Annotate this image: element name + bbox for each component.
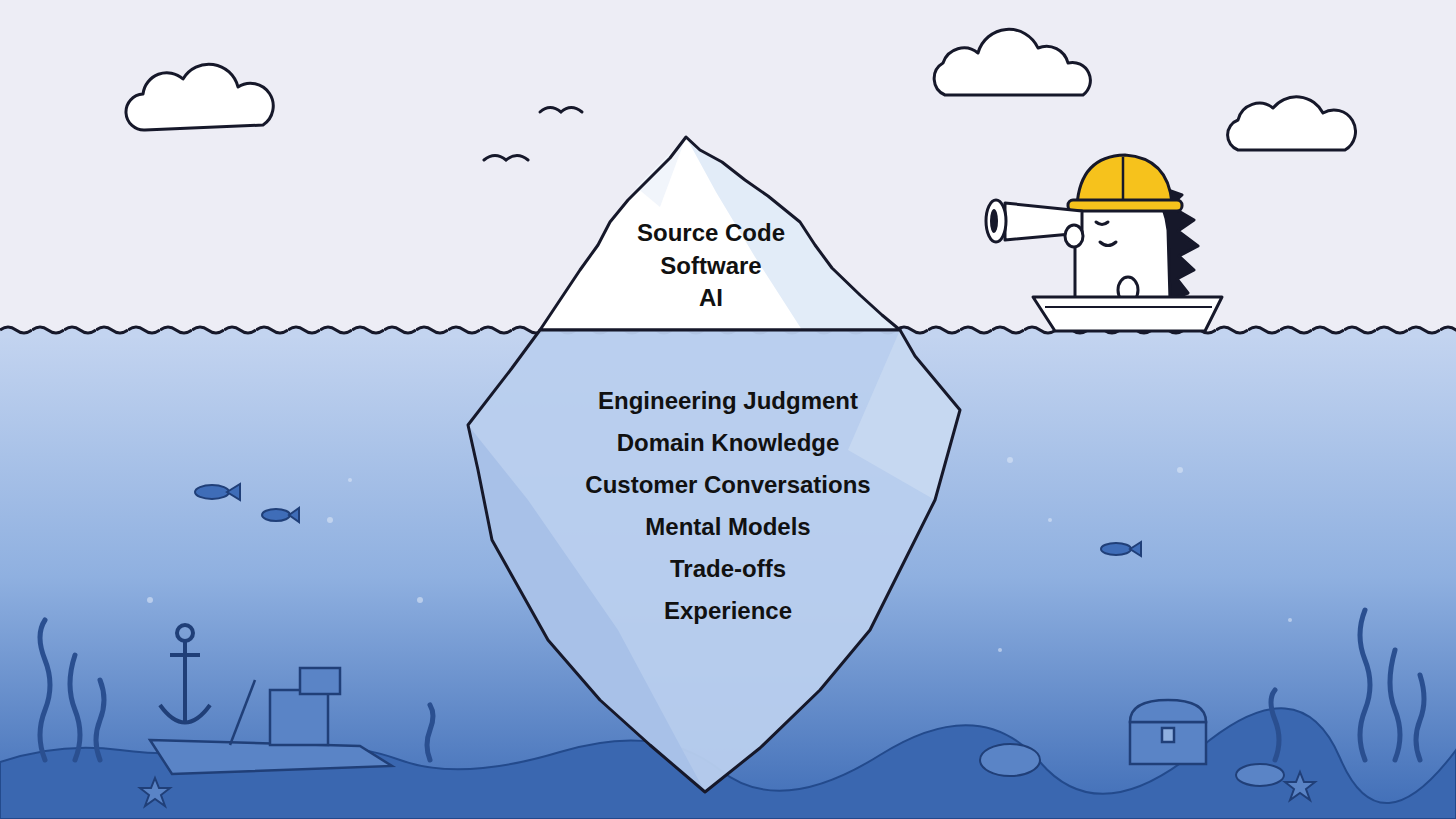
iceberg-label: Engineering Judgment (598, 380, 858, 422)
treasure-chest (1130, 700, 1206, 764)
clouds (126, 29, 1356, 150)
iceberg-label: AI (699, 282, 723, 315)
iceberg-label: Source Code (637, 217, 785, 250)
iceberg-label: Trade-offs (670, 548, 786, 590)
shipwreck (150, 625, 392, 774)
birds (484, 108, 582, 161)
hedgehog-lookout (986, 155, 1222, 331)
iceberg-label: Domain Knowledge (617, 422, 840, 464)
ice-body (540, 137, 900, 330)
label-stack: Engineering JudgmentDomain KnowledgeCust… (528, 380, 928, 632)
iceberg-label: Customer Conversations (585, 464, 870, 506)
ice-outline (468, 330, 960, 792)
iceberg-label: Software (660, 250, 761, 283)
iceberg-base: Engineering JudgmentDomain KnowledgeCust… (468, 330, 960, 792)
label-stack: Source CodeSoftwareAI (611, 217, 811, 315)
iceberg-tip: Source CodeSoftwareAI (540, 137, 900, 330)
ice-body (468, 330, 960, 792)
ice-outline (540, 137, 900, 330)
iceberg-label: Experience (664, 590, 792, 632)
iceberg-label: Mental Models (645, 506, 810, 548)
